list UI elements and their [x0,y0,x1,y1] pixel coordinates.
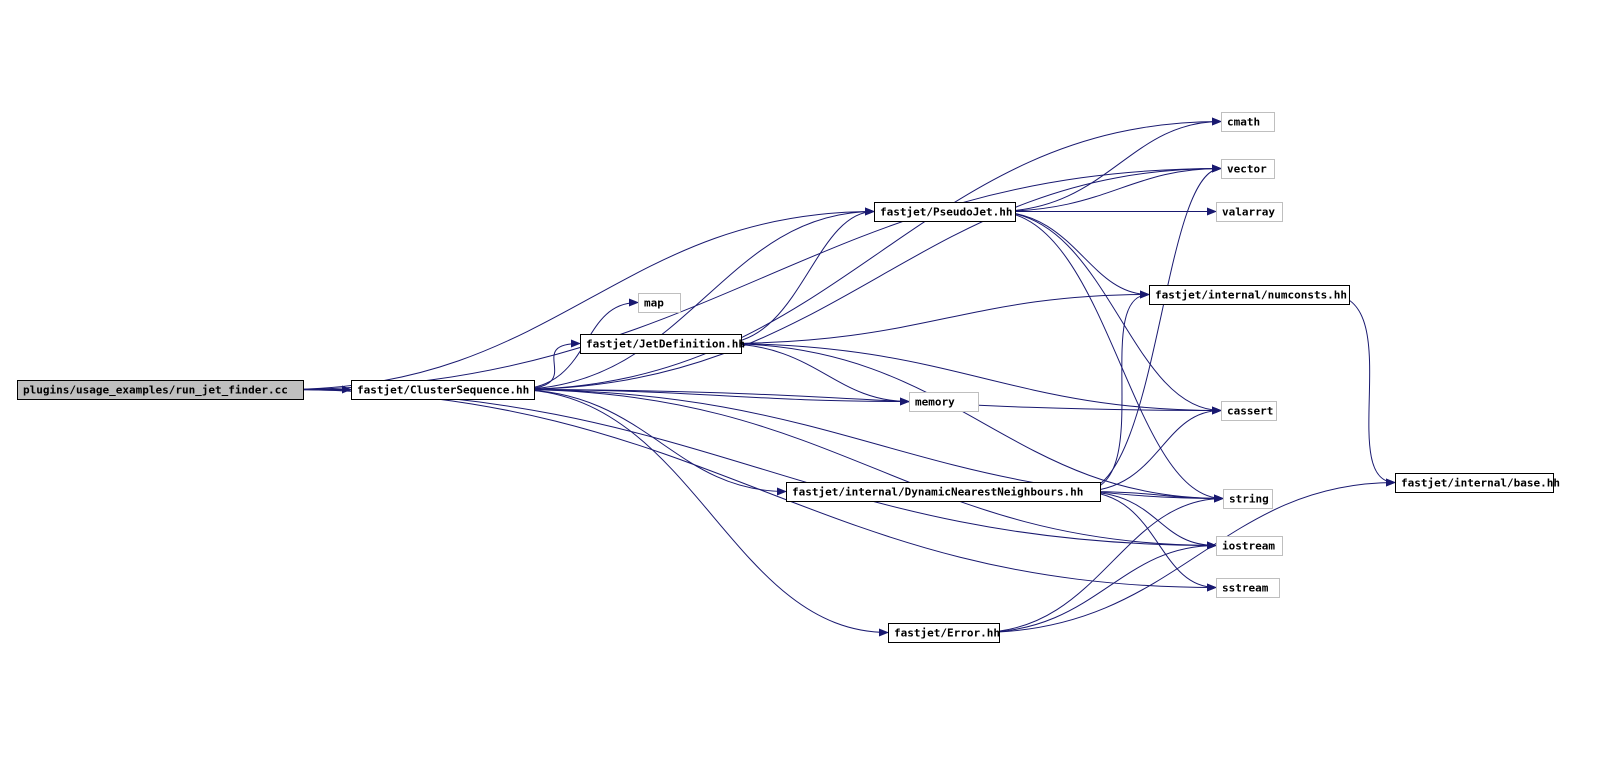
edge-ClusterSequence-to-Error [513,389,889,637]
edge-numconsts-to-base [1328,294,1396,487]
node-box-sstream[interactable] [1216,578,1280,598]
edge-PseudoJet-to-numconsts [994,211,1150,299]
node-numconsts[interactable]: fastjet/internal/numconsts.hh [1149,285,1350,305]
node-label-run_jet_finder: plugins/usage_examples/run_jet_finder.cc [23,384,288,397]
edge-DynamicNN-to-sstream [1079,491,1217,592]
edge-run_jet_finder-to-vector [282,164,1222,390]
node-string[interactable]: string [1223,489,1273,509]
node-label-Error: fastjet/Error.hh [894,627,1000,640]
edge-ClusterSequence-to-cmath [513,117,1222,390]
node-label-numconsts: fastjet/internal/numconsts.hh [1155,289,1347,302]
edge-ClusterSequence-to-DynamicNN [513,389,787,496]
node-base[interactable]: fastjet/internal/base.hh [1395,473,1560,493]
node-box-cmath[interactable] [1221,112,1275,132]
node-valarray[interactable]: valarray [1216,202,1283,222]
node-box-vector[interactable] [1221,159,1275,179]
node-box-string[interactable] [1223,489,1273,509]
node-label-JetDefinition: fastjet/JetDefinition.hh [586,338,745,351]
edge-ClusterSequence-to-iostream [513,389,1217,550]
node-box-ClusterSequence[interactable] [351,380,535,400]
edge-PseudoJet-to-string [994,211,1224,503]
edge-PseudoJet-to-cmath [994,117,1222,212]
node-iostream[interactable]: iostream [1216,536,1283,556]
node-vector[interactable]: vector [1221,159,1275,179]
node-box-base[interactable] [1395,473,1554,493]
node-run_jet_finder[interactable]: plugins/usage_examples/run_jet_finder.cc [17,380,304,400]
node-Error[interactable]: fastjet/Error.hh [888,623,1000,643]
node-label-PseudoJet: fastjet/PseudoJet.hh [880,206,1012,219]
node-box-Error[interactable] [888,623,1000,643]
edge-ClusterSequence-to-string [513,389,1224,503]
node-label-vector: vector [1227,163,1267,176]
node-cmath[interactable]: cmath [1221,112,1275,132]
node-box-cassert[interactable] [1221,401,1277,421]
node-label-cassert: cassert [1227,405,1273,418]
node-box-numconsts[interactable] [1149,285,1350,305]
edge-Error-to-string [978,494,1224,633]
node-label-string: string [1229,493,1269,506]
node-label-memory: memory [915,396,955,409]
node-label-base: fastjet/internal/base.hh [1401,477,1560,490]
node-label-DynamicNN: fastjet/internal/DynamicNearestNeighbour… [792,486,1083,499]
edge-DynamicNN-to-iostream [1079,491,1217,550]
node-label-ClusterSequence: fastjet/ClusterSequence.hh [357,384,529,397]
edge-run_jet_finder-to-PseudoJet [282,207,875,390]
node-cassert[interactable]: cassert [1221,401,1277,421]
node-box-map[interactable] [638,293,681,313]
edge-JetDefinition-to-string [720,343,1224,503]
edge-DynamicNN-to-vector [1079,164,1222,492]
edge-ClusterSequence-to-JetDefinition [513,339,581,390]
node-label-cmath: cmath [1227,116,1260,129]
node-box-JetDefinition[interactable] [580,334,742,354]
node-PseudoJet[interactable]: fastjet/PseudoJet.hh [874,202,1016,222]
edge-PseudoJet-to-cassert [994,211,1222,415]
node-DynamicNN[interactable]: fastjet/internal/DynamicNearestNeighbour… [786,482,1101,502]
edge-ClusterSequence-to-PseudoJet [513,207,875,390]
node-map[interactable]: map [638,293,681,313]
edge-ClusterSequence-to-cassert [513,389,1222,415]
node-label-map: map [644,297,664,310]
edge-ClusterSequence-to-vector [513,164,1222,390]
node-label-sstream: sstream [1222,582,1269,595]
edge-JetDefinition-to-memory [720,343,910,406]
edge-PseudoJet-to-vector [994,164,1222,212]
node-box-DynamicNN[interactable] [786,482,1101,502]
edge-DynamicNN-to-numconsts [1079,290,1150,492]
node-ClusterSequence[interactable]: fastjet/ClusterSequence.hh [351,380,535,400]
edge-Error-to-base [978,478,1396,633]
edges-layer [282,117,1396,637]
node-box-iostream[interactable] [1216,536,1283,556]
node-memory[interactable]: memory [909,392,979,412]
node-box-memory[interactable] [909,392,979,412]
node-box-run_jet_finder[interactable] [17,380,304,400]
edge-DynamicNN-to-string [1079,491,1224,503]
edge-JetDefinition-to-numconsts [720,290,1150,344]
edge-run_jet_finder-to-sstream [282,389,1217,592]
node-box-PseudoJet[interactable] [874,202,1016,222]
node-label-iostream: iostream [1222,540,1275,553]
nodes-layer: plugins/usage_examples/run_jet_finder.cc… [17,112,1560,643]
edge-JetDefinition-to-PseudoJet [720,207,875,344]
edge-JetDefinition-to-cassert [720,343,1222,415]
node-JetDefinition[interactable]: fastjet/JetDefinition.hh [580,334,745,354]
edge-DynamicNN-to-cassert [1079,406,1222,492]
edge-run_jet_finder-to-iostream [282,389,1217,550]
node-sstream[interactable]: sstream [1216,578,1280,598]
edge-Error-to-iostream [978,541,1217,633]
node-box-valarray[interactable] [1216,202,1283,222]
node-label-valarray: valarray [1222,206,1275,219]
